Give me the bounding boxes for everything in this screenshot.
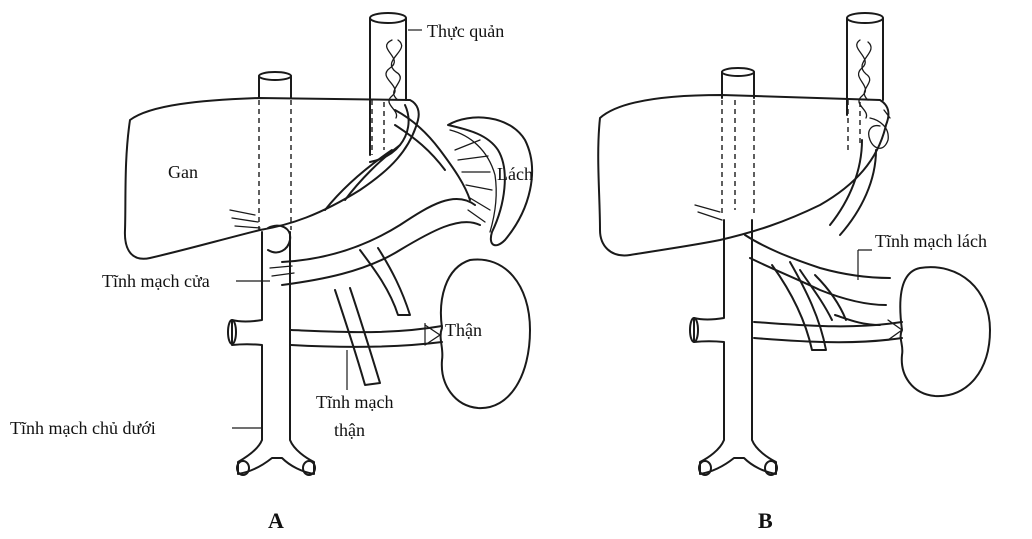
label-kidney: Thận	[445, 320, 482, 340]
liver-inner-dash-b	[848, 100, 860, 150]
ivc-lower-b	[690, 220, 777, 475]
portal-vein-a	[268, 145, 480, 315]
panel-a: Thực quản Gan Lách Tĩnh mạch cửa Thận Tĩ…	[10, 13, 533, 533]
portal-vein-b	[745, 235, 890, 350]
label-portal-vein: Tĩnh mạch cửa	[102, 271, 210, 291]
renal-vein-b	[754, 320, 902, 342]
esophagus-a	[370, 13, 406, 155]
liver-b	[598, 95, 888, 255]
label-liver: Gan	[168, 162, 198, 182]
label-ivc: Tĩnh mạch chủ dưới	[10, 418, 156, 438]
label-renal-vein-line1: Tĩnh mạch	[316, 392, 393, 412]
label-esophagus: Thực quản	[427, 21, 504, 41]
label-renal-vein-line2: thận	[334, 420, 365, 440]
ivc-upper-b	[722, 68, 754, 215]
panel-label-a: A	[268, 508, 284, 533]
kidney-b	[900, 267, 990, 396]
renal-vein-a	[291, 288, 442, 385]
liver-inner-dash-a	[372, 100, 384, 155]
esophagus-b	[847, 13, 883, 118]
label-renal-vein: Tĩnh mạch thận	[316, 392, 398, 440]
ivc-upper-a	[259, 72, 291, 230]
label-splenic-vein: Tĩnh mạch lách	[875, 231, 987, 251]
panel-b: Tĩnh mạch lách B	[598, 13, 990, 533]
label-spleen: Lách	[497, 164, 533, 184]
panel-label-b: B	[758, 508, 773, 533]
